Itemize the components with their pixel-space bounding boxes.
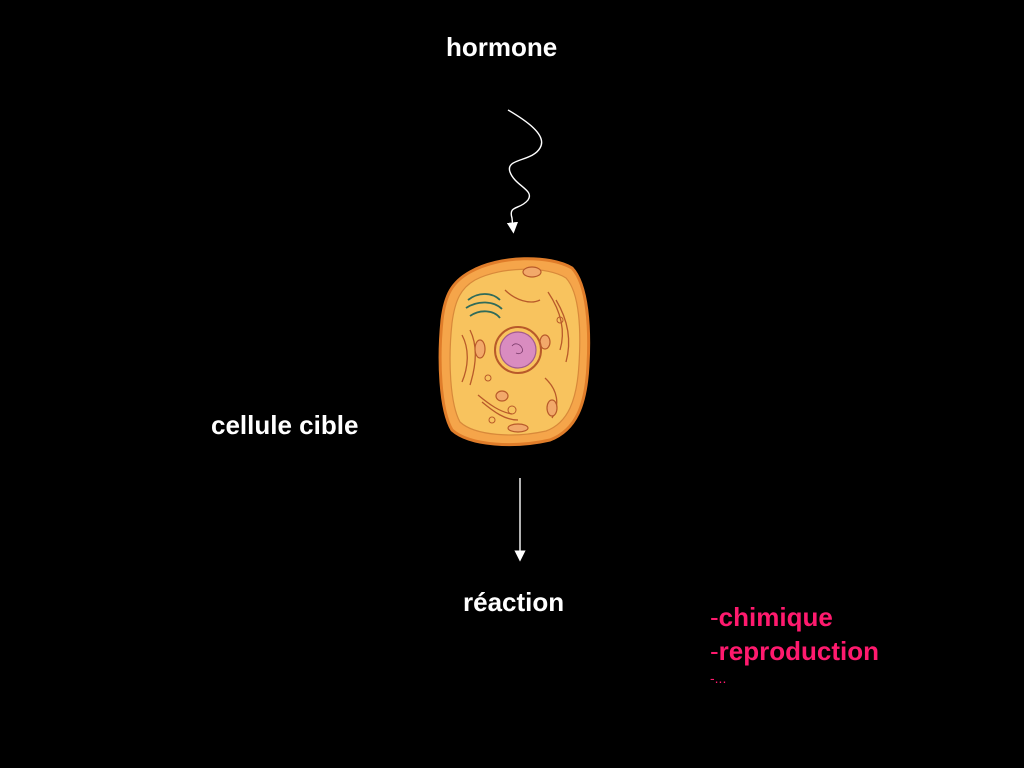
reaction-types-list: -chimique -reproduction -... bbox=[710, 600, 879, 688]
reaction-type-item: -chimique bbox=[710, 600, 879, 634]
reaction-type-more: -... bbox=[710, 668, 879, 688]
bullet-dash: - bbox=[710, 670, 715, 686]
reaction-type-item: -reproduction bbox=[710, 634, 879, 668]
hormone-label: hormone bbox=[446, 32, 558, 62]
reaction-label: réaction bbox=[463, 587, 565, 617]
animal-cell-illustration bbox=[438, 257, 591, 447]
wavy-arrow-icon bbox=[506, 109, 543, 234]
reaction-type-reproduction: reproduction bbox=[718, 636, 880, 666]
ellipsis-text: ... bbox=[714, 670, 727, 686]
bullet-dash: - bbox=[710, 602, 719, 632]
reaction-type-chimique: chimique bbox=[718, 602, 833, 632]
target-cell-label: cellule cible bbox=[211, 410, 359, 440]
bullet-dash: - bbox=[710, 636, 719, 666]
